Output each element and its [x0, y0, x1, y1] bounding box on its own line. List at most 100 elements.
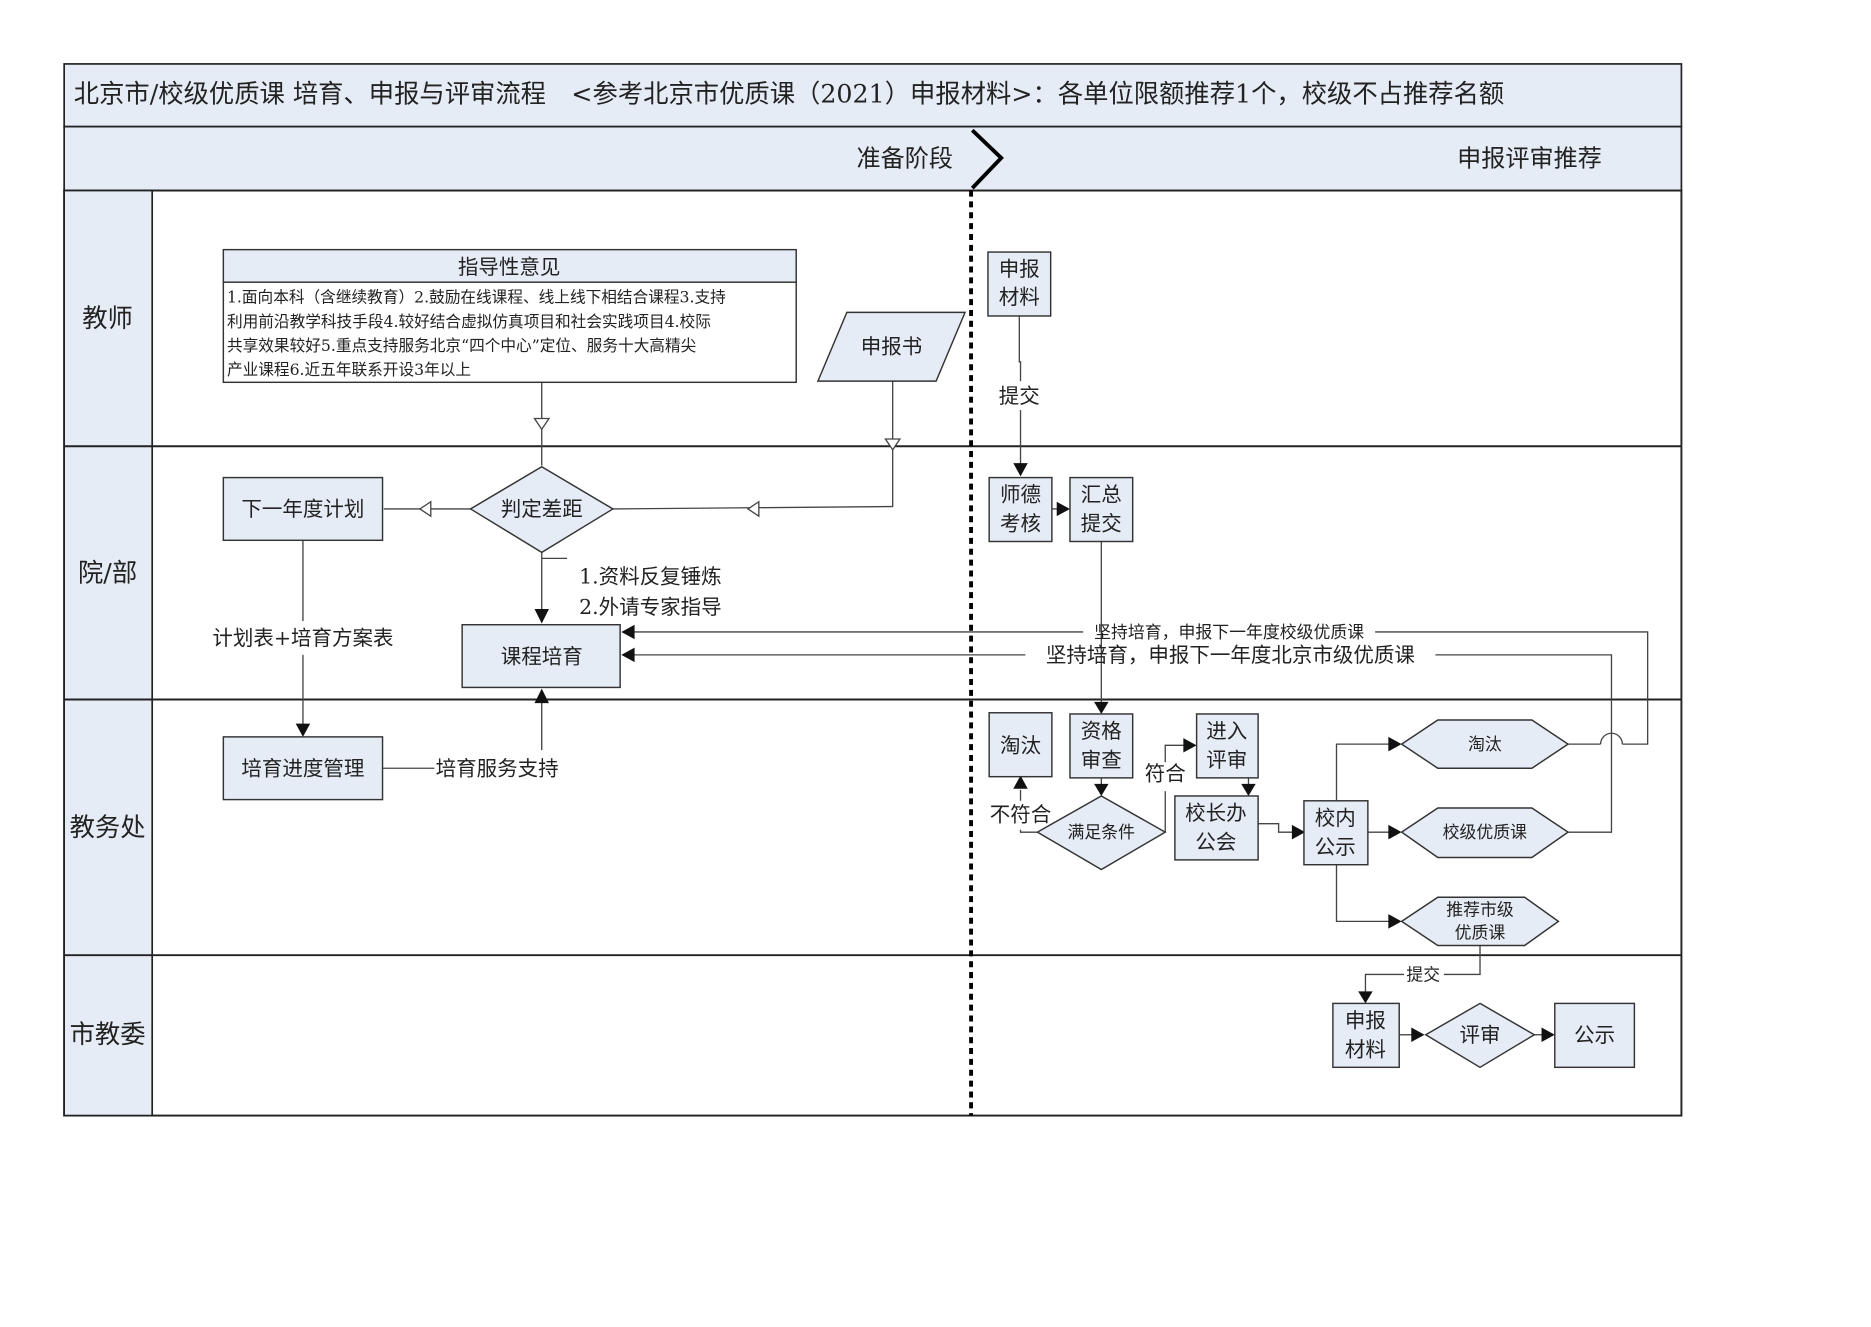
- svg-text:课程培育: 课程培育: [501, 644, 583, 668]
- meet-conditions-decision[interactable]: 满足条件: [1035, 795, 1167, 871]
- svg-text:材料: 材料: [1345, 1037, 1386, 1061]
- svg-text:资格: 资格: [1081, 719, 1123, 743]
- svg-text:材料: 材料: [999, 285, 1040, 309]
- president-meeting-node[interactable]: 校长办 公会: [1174, 795, 1259, 861]
- arrow-right-icon: [1388, 824, 1402, 840]
- svg-text:公示: 公示: [1315, 835, 1356, 859]
- phase-apply-review: 申报评审推荐: [1457, 144, 1602, 172]
- arrow-up-icon: [1013, 775, 1028, 789]
- arrow-right-icon: [1388, 914, 1402, 929]
- progress-management-node[interactable]: 培育进度管理: [222, 736, 384, 801]
- edge-label-qualified: 符合: [1145, 761, 1186, 785]
- guidance-line: 产业课程6.近五年联系开设3年以上: [227, 360, 471, 379]
- svg-text:优质课: 优质课: [1455, 922, 1506, 942]
- ethics-review-node[interactable]: 师德 考核: [988, 476, 1053, 543]
- eliminate-node-a[interactable]: 淘汰: [988, 712, 1053, 778]
- eliminate-outcome-node[interactable]: 淘汰: [1400, 719, 1570, 769]
- judge-gap-decision[interactable]: 判定差距: [469, 465, 615, 554]
- guidance-title: 指导性意见: [458, 255, 561, 279]
- teacher-materials-node[interactable]: 申报 材料: [987, 251, 1052, 317]
- lane-label-academic-affairs: 教务处: [70, 812, 146, 842]
- arrow-open-down-icon: [533, 417, 551, 431]
- edge-label-keep-school: 坚持培育，申报下一年度校级优质课: [1094, 622, 1364, 642]
- edge-label-city-submit: 提交: [1406, 964, 1440, 984]
- edge-label-plan-tables: 计划表+培育方案表: [212, 626, 393, 650]
- edge-label-improve-2: 2.外请专家指导: [579, 595, 722, 619]
- edge-label-teacher-submit: 提交: [999, 384, 1040, 408]
- svg-text:公示: 公示: [1574, 1023, 1615, 1047]
- course-cultivation-node[interactable]: 课程培育: [461, 623, 621, 689]
- arrow-up-icon: [534, 688, 549, 704]
- lane-label-college: 院/部: [78, 557, 137, 587]
- arrow-open-left-icon: [746, 500, 760, 518]
- enter-review-node[interactable]: 进入 评审: [1195, 713, 1259, 779]
- svg-text:判定差距: 判定差距: [501, 497, 583, 521]
- svg-text:申报书: 申报书: [861, 334, 922, 358]
- commission-publicity-node[interactable]: 公示: [1554, 1002, 1636, 1069]
- arrow-open-left-icon: [418, 500, 432, 518]
- next-year-plan-node[interactable]: 下一年度计划: [222, 476, 384, 542]
- application-form-node[interactable]: 申报书: [816, 311, 967, 382]
- svg-text:校级优质课: 校级优质课: [1443, 822, 1528, 842]
- phase-band: [63, 125, 1683, 192]
- svg-text:下一年度计划: 下一年度计划: [241, 497, 364, 521]
- arrow-down-icon: [534, 609, 549, 624]
- connectors: [302, 315, 1649, 1036]
- svg-text:淘汰: 淘汰: [1000, 734, 1041, 758]
- svg-text:提交: 提交: [1081, 512, 1122, 536]
- commission-materials-node[interactable]: 申报 材料: [1332, 1002, 1400, 1069]
- arrow-down-icon: [1094, 701, 1109, 714]
- diagram-title: 北京市/校级优质课 培育、申报与评审流程 <参考北京市优质课（2021）申报材料…: [74, 79, 1504, 109]
- svg-text:考核: 考核: [1000, 512, 1041, 536]
- svg-text:评审: 评审: [1460, 1023, 1501, 1047]
- guidance-line: 利用前沿教学科技手段4.较好结合虚拟仿真项目和社会实践项目4.校际: [227, 312, 711, 331]
- arrow-down-icon: [1358, 991, 1373, 1004]
- recommend-city-node[interactable]: 推荐市级 优质课: [1400, 896, 1560, 947]
- commission-review-decision[interactable]: 评审: [1424, 1002, 1536, 1069]
- edge-label-not-qualified: 不符合: [990, 802, 1052, 826]
- svg-text:校长办: 校长办: [1185, 801, 1247, 825]
- edge-label-keep-city: 坚持培育，申报下一年度北京市级优质课: [1046, 643, 1415, 667]
- phase-chevron-icon: [970, 128, 1004, 190]
- arrow-right-icon: [1388, 736, 1402, 752]
- edge-label-service-support: 培育服务支持: [436, 756, 559, 780]
- campus-publicity-node[interactable]: 校内 公示: [1303, 800, 1369, 866]
- svg-text:进入: 进入: [1206, 719, 1247, 743]
- svg-text:申报: 申报: [999, 257, 1040, 281]
- arrow-left-icon: [621, 647, 635, 663]
- lane-label-teacher: 教师: [82, 303, 133, 333]
- title-band: [63, 63, 1683, 128]
- arrowheads: [295, 417, 1555, 1042]
- svg-text:培育进度管理: 培育进度管理: [241, 756, 364, 780]
- phase-prepare: 准备阶段: [857, 144, 953, 172]
- arrow-right-icon: [1183, 738, 1197, 753]
- arrow-left-icon: [621, 624, 635, 640]
- svg-text:评审: 评审: [1206, 748, 1247, 772]
- arrow-right-icon: [1056, 501, 1070, 517]
- svg-text:推荐市级: 推荐市级: [1446, 899, 1514, 919]
- arrow-down-icon: [295, 723, 311, 737]
- arrow-down-icon: [1241, 783, 1256, 796]
- arrow-open-down-icon: [884, 438, 902, 452]
- guidance-line: 共享效果较好5.重点支持服务北京“四个中心”定位、服务十大高精尖: [227, 336, 697, 355]
- edge-label-improve-1: 1.资料反复锤炼: [579, 565, 722, 589]
- guidance-box[interactable]: 指导性意见 1.面向本科（含继续教育）2.鼓励在线课程、线上线下相结合课程3.支…: [222, 248, 797, 384]
- arrow-down-icon: [1094, 783, 1109, 796]
- arrow-down-icon: [1013, 463, 1028, 477]
- svg-text:公会: 公会: [1195, 830, 1236, 854]
- svg-text:申报: 申报: [1345, 1009, 1386, 1033]
- lane-header-column: [63, 189, 154, 1117]
- arrow-right-icon: [1411, 1027, 1425, 1042]
- guidance-line: 1.面向本科（含继续教育）2.鼓励在线课程、线上线下相结合课程3.支持: [227, 288, 726, 307]
- arrow-right-icon: [1541, 1027, 1555, 1042]
- svg-text:淘汰: 淘汰: [1468, 734, 1502, 754]
- qualification-review-node[interactable]: 资格 审查: [1069, 713, 1134, 779]
- svg-text:汇总: 汇总: [1081, 483, 1122, 507]
- svg-text:师德: 师德: [1000, 483, 1041, 507]
- summary-submit-node[interactable]: 汇总 提交: [1069, 476, 1134, 543]
- svg-text:满足条件: 满足条件: [1068, 822, 1136, 842]
- school-quality-course-node[interactable]: 校级优质课: [1400, 807, 1570, 859]
- svg-text:校内: 校内: [1315, 806, 1356, 830]
